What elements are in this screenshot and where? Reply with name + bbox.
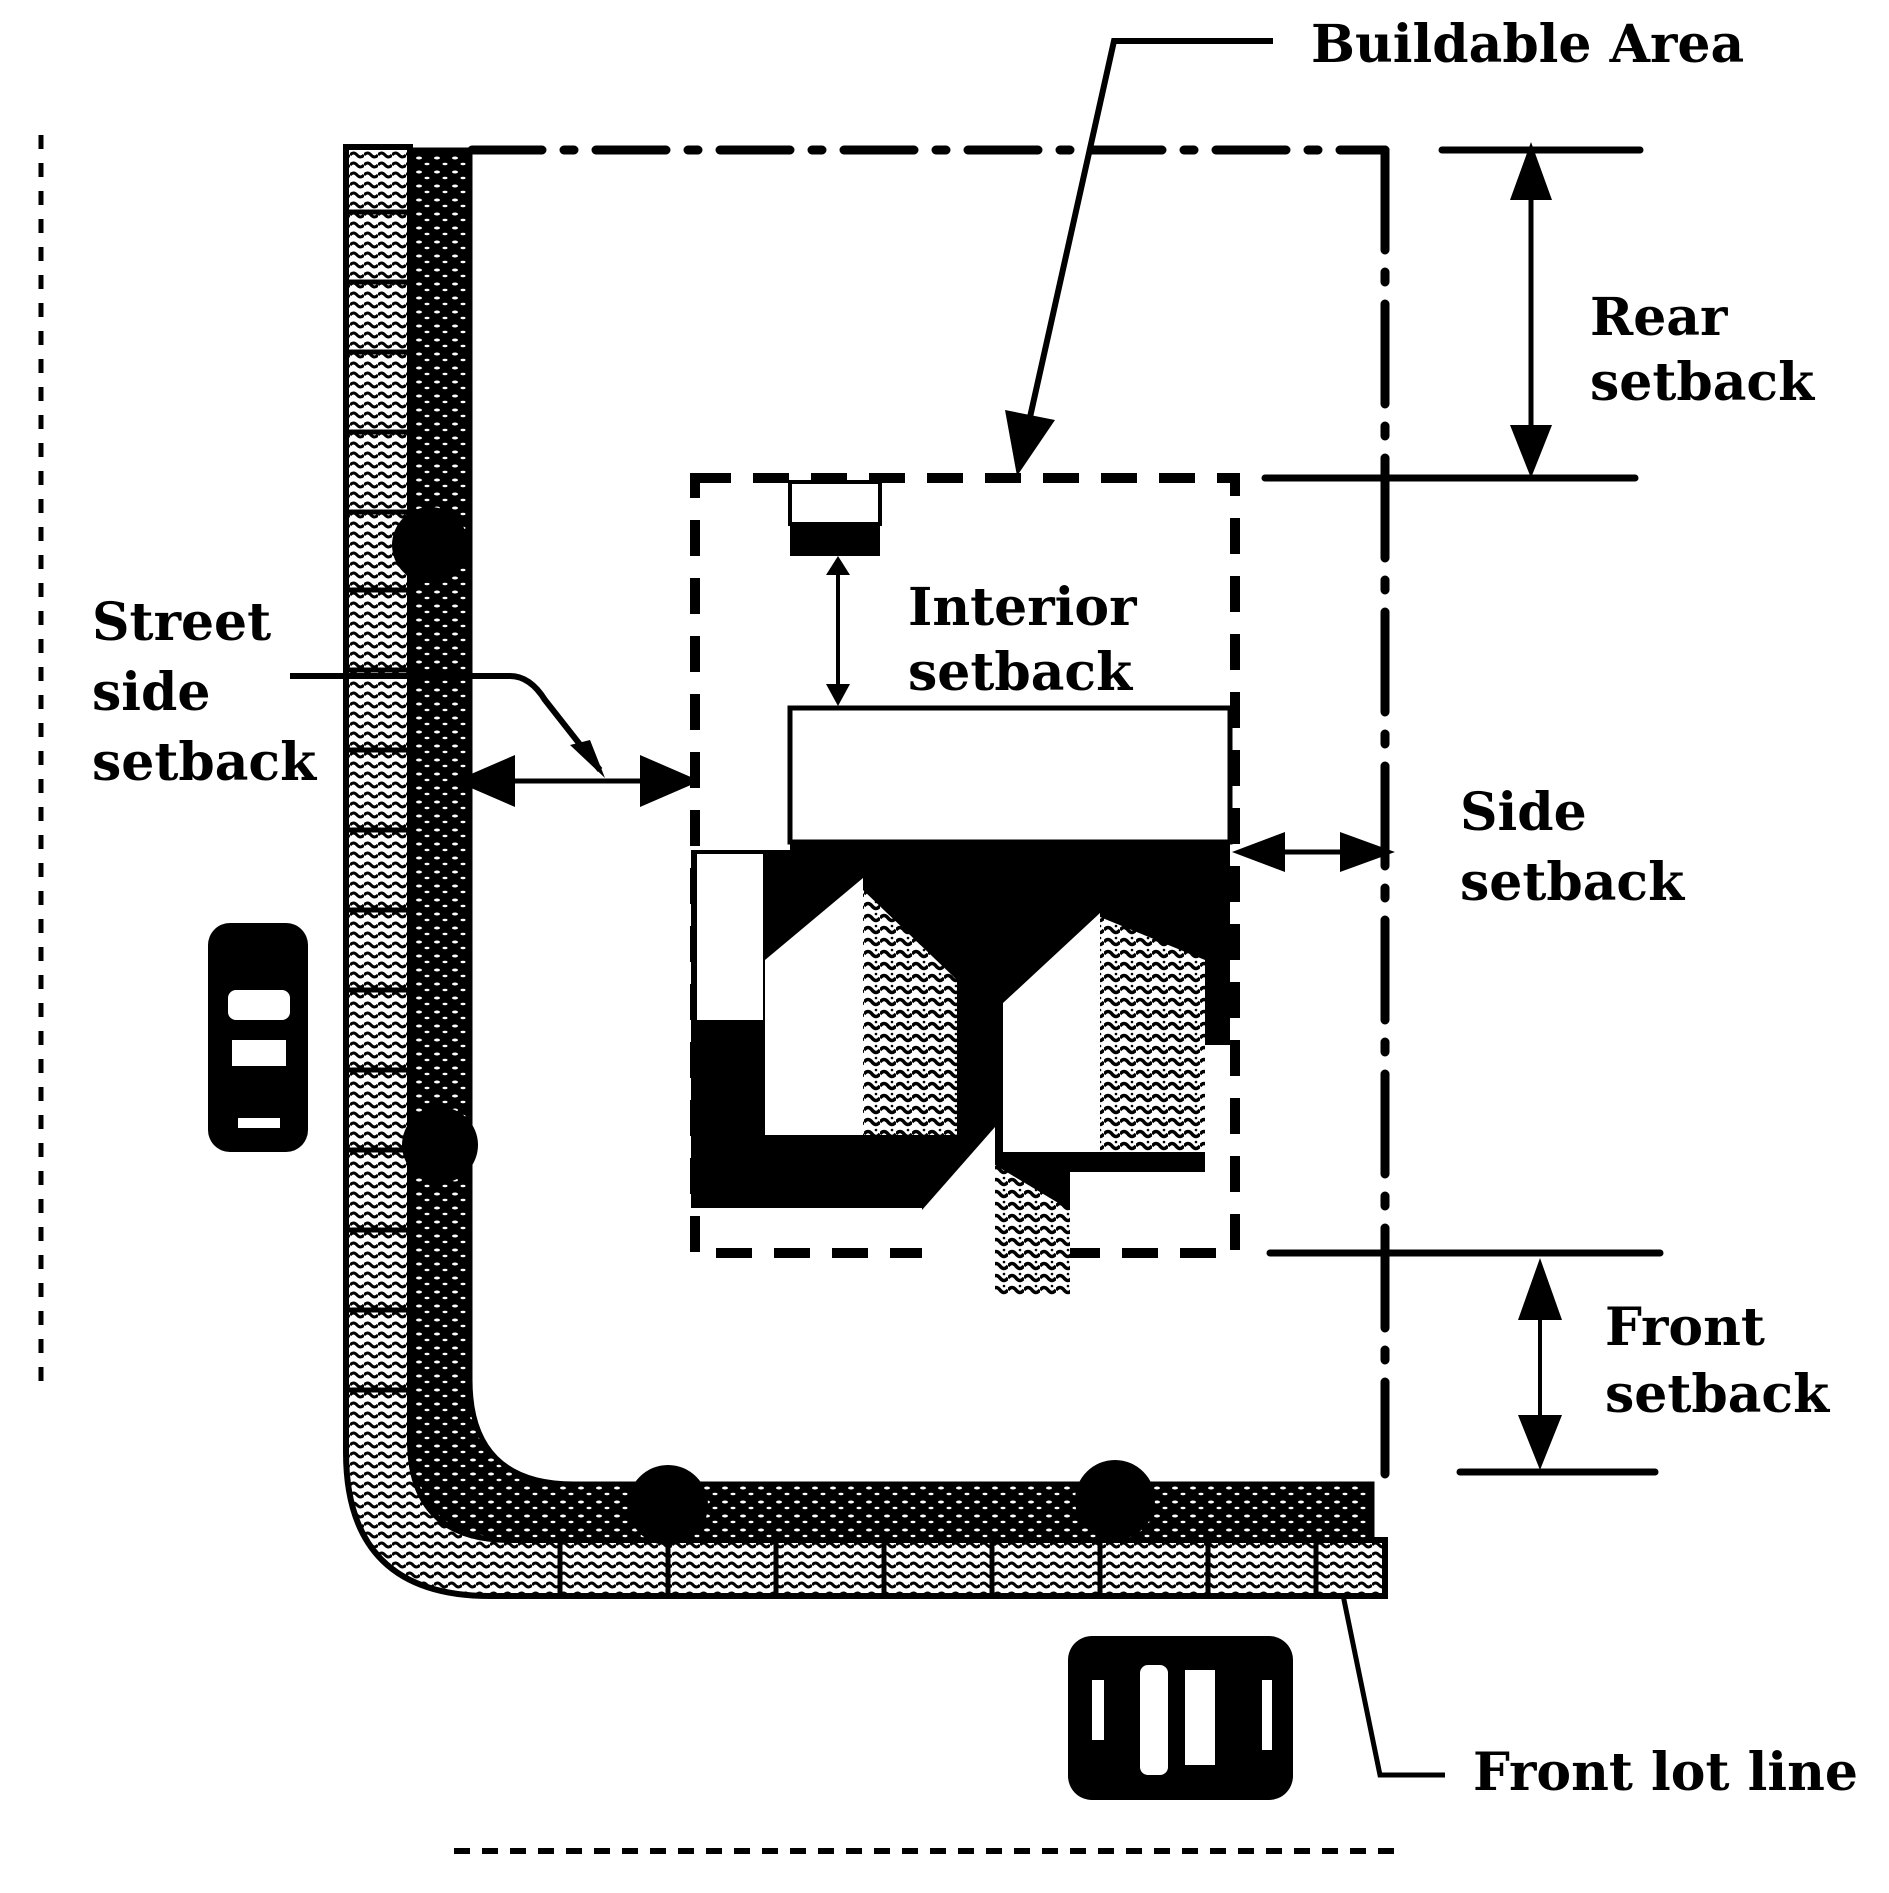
tree-2 [402,1107,478,1183]
interior-setback-arrow [826,556,850,706]
buildable-area-label: Buildable Area [1311,14,1744,75]
interior-setback-label: Interior setback [908,577,1155,703]
house [691,705,1233,1295]
house-roof-hatch-3 [995,1165,1070,1295]
house-gable-1 [765,878,863,1135]
rear-setback-arrow [1510,142,1552,478]
car-icon [208,923,308,1152]
front-lot-line-label: Front lot line [1473,1742,1858,1803]
planting-strip [407,147,1375,1543]
house-porch-left [693,850,767,1024]
house-rear-wing [787,705,1233,845]
front-setback-label: Front setback [1605,1297,1830,1425]
street-side-setback-arrow [290,673,700,807]
buildable-area-leader [1005,38,1273,476]
tree-1 [392,507,468,583]
accessory-shed [788,480,882,556]
front-lot-line-leader [1340,1594,1445,1778]
rear-setback-label: Rear setback [1590,287,1815,413]
side-setback-arrow [1232,832,1395,872]
house-gable-3 [922,1127,995,1295]
front-setback-arrow [1518,1258,1562,1470]
house-roof-hatch-1 [863,890,957,1135]
car-icon [1068,1636,1293,1800]
house-gable-2 [1003,913,1100,1152]
tree-3 [628,1465,708,1545]
street-trees [392,507,1155,1545]
side-setback-label: Side setback [1460,782,1685,913]
street-side-setback-label: Street side setback [92,592,317,793]
tree-4 [1075,1460,1155,1540]
setback-reference-lines [1261,146,1664,1476]
sidewalk [343,144,1388,1599]
house-roof-hatch-2 [1100,917,1205,1152]
